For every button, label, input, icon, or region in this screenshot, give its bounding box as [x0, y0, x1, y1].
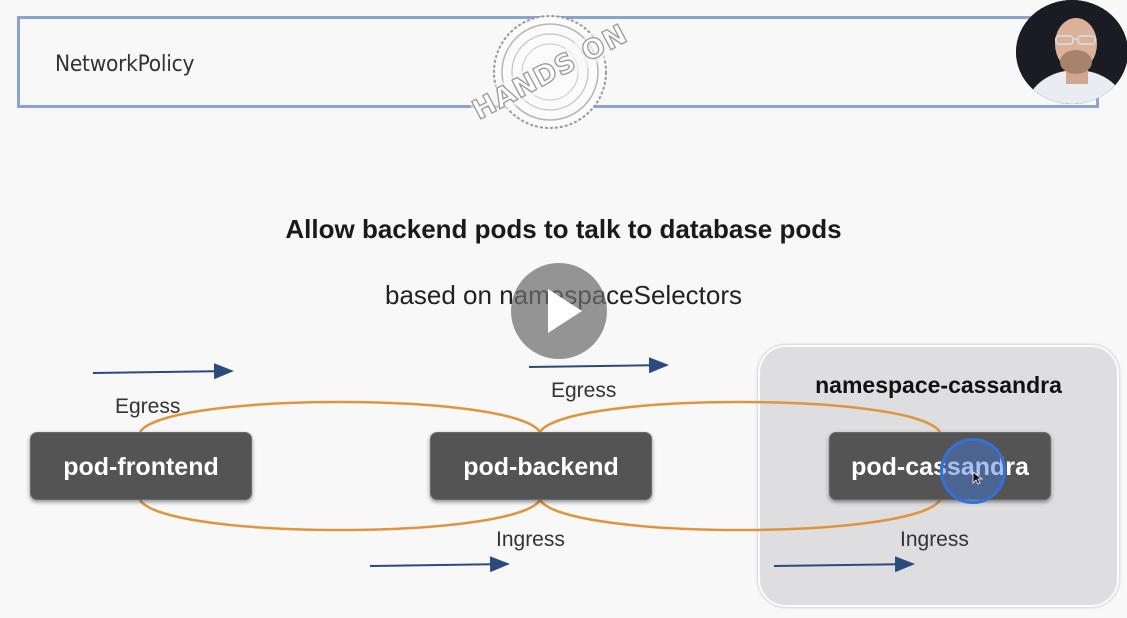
- ingress-label-2: Ingress: [900, 528, 969, 551]
- play-button[interactable]: [511, 263, 607, 359]
- click-indicator: [940, 438, 1006, 504]
- slide-heading: Allow backend pods to talk to database p…: [285, 214, 842, 244]
- egress-flow-line-2: [538, 400, 942, 433]
- ingress-arrow-1: [369, 556, 510, 573]
- pod-frontend-box: pod-frontend: [30, 432, 252, 500]
- egress-label-2: Egress: [551, 379, 617, 402]
- egress-label-1: Egress: [115, 395, 181, 418]
- egress-arrow-1: [92, 363, 234, 380]
- mouse-cursor-icon: [972, 471, 984, 485]
- ingress-label-1: Ingress: [496, 528, 565, 551]
- namespace-title: namespace-cassandra: [815, 372, 1062, 398]
- ingress-flow-line-1: [138, 499, 542, 532]
- pod-backend-box: pod-backend: [430, 432, 652, 500]
- page-title: NetworkPolicy: [55, 52, 195, 77]
- hands-on-seal-icon: HANDS ON: [467, 15, 634, 129]
- instructor-avatar: [1016, 0, 1127, 104]
- egress-arrow-2: [528, 357, 669, 374]
- ingress-flow-line-2: [538, 499, 942, 532]
- egress-flow-line-1: [138, 400, 542, 433]
- ingress-arrow-2: [773, 556, 915, 573]
